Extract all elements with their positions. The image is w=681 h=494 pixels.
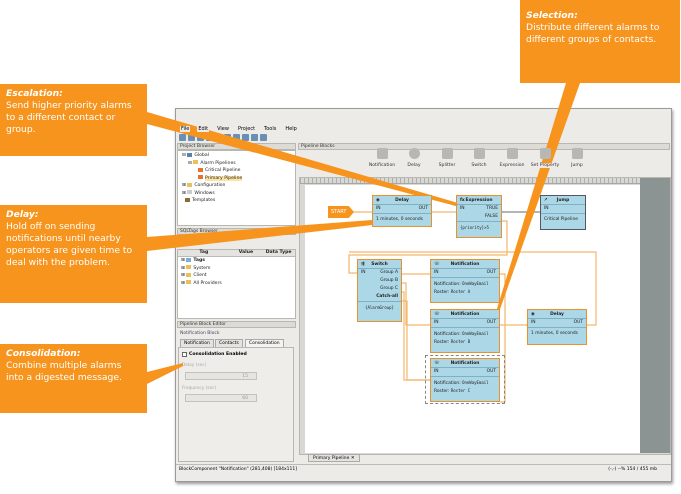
expression-icon <box>506 148 518 159</box>
switch-icon: ⇶ <box>361 262 365 267</box>
menu-project[interactable]: Project <box>236 126 257 132</box>
notification-icon: ☏ <box>434 262 440 267</box>
palette-splitter[interactable]: Splitter <box>432 148 462 168</box>
tree-templates[interactable]: Templates <box>182 197 291 205</box>
consolidation-checkbox[interactable]: Consolidation Enabled <box>182 352 247 357</box>
notification-icon <box>376 148 388 159</box>
status-text: BlockComponent "Notification" (281,408) … <box>179 467 298 472</box>
menu-help[interactable]: Help <box>284 126 298 132</box>
delay-input[interactable]: 15 <box>185 372 257 380</box>
checkbox-box[interactable] <box>182 352 187 357</box>
delay-icon <box>408 148 420 159</box>
callout-selection: Selection:Distribute different alarms to… <box>520 0 680 83</box>
frequency-input[interactable]: 60 <box>185 394 257 402</box>
paste-icon[interactable] <box>233 134 240 141</box>
tree-global[interactable]: ⊟ Global <box>182 152 209 158</box>
jump-block[interactable]: ↗Jump IN Critical Pipeline <box>540 195 586 230</box>
set-property-icon <box>539 148 551 159</box>
col-tag[interactable]: Tag <box>199 250 209 255</box>
callout-delay: Delay:Hold off on sending notifications … <box>0 205 147 303</box>
callout-escalation: Escalation:Send higher priority alarms t… <box>0 84 147 156</box>
clock-icon: ◉ <box>376 198 380 203</box>
save-icon[interactable] <box>179 134 186 141</box>
delay-leader <box>147 218 398 251</box>
switch-icon <box>473 148 485 159</box>
start-node[interactable]: START <box>328 206 354 218</box>
palette-delay[interactable]: Delay <box>399 148 429 168</box>
project-tree: ⊟ Global ⊟ Alarm Pipelines Critical Pipe… <box>177 150 296 226</box>
jump-arrow-icon: ↗ <box>544 198 548 203</box>
canvas-outside <box>640 178 670 453</box>
tab-primary-pipeline[interactable]: Primary Pipeline ✕ <box>308 454 360 462</box>
tag-client[interactable]: ⊞ Client <box>181 272 207 278</box>
block-editor-header: Pipeline Block Editor <box>177 321 296 328</box>
palette-switch[interactable]: Switch <box>464 148 494 168</box>
selection-leader <box>496 83 580 312</box>
tree-alarm-pipelines[interactable]: ⊟ Alarm Pipelines <box>188 160 236 166</box>
menu-view[interactable]: View <box>216 126 230 132</box>
consolidation-leader <box>147 363 183 384</box>
publish-icon[interactable] <box>251 134 258 141</box>
fx-icon: fx <box>460 198 465 203</box>
notification-icon: ☏ <box>434 361 440 366</box>
tree-configuration[interactable]: ⊞ Configuration <box>182 182 226 188</box>
menu-edit[interactable]: Edit <box>197 126 210 132</box>
tag-all-providers[interactable]: ⊞ All Providers <box>181 280 222 286</box>
delay-label: Delay (sec) <box>182 363 207 368</box>
consolidation-panel <box>178 347 294 462</box>
palette-set-property[interactable]: Set Property <box>530 148 560 168</box>
notification-icon: ☏ <box>434 312 440 317</box>
menu-file[interactable]: File <box>180 126 191 132</box>
palette-expression[interactable]: Expression <box>497 148 527 168</box>
tree-primary-pipeline[interactable]: Primary Pipeline <box>182 175 291 183</box>
col-data-type[interactable]: Data Type <box>265 250 292 255</box>
palette-notification[interactable]: Notification <box>367 148 397 168</box>
callout-consolidation: Consolidation:Combine multiple alarms in… <box>0 344 147 413</box>
tab-consolidation[interactable]: Consolidation <box>245 339 284 347</box>
menu-bar: File Edit View Project Tools Help <box>180 126 298 132</box>
comm-icon[interactable] <box>260 134 267 141</box>
refresh-icon[interactable] <box>188 134 195 141</box>
launch-icon[interactable] <box>242 134 249 141</box>
tag-system[interactable]: ⊞ System <box>181 265 211 271</box>
selection-box <box>425 355 505 404</box>
tree-windows[interactable]: ⊞ Windows <box>182 190 215 196</box>
palette-jump[interactable]: Jump <box>562 148 592 168</box>
col-value[interactable]: Value <box>238 250 254 255</box>
menu-tools[interactable]: Tools <box>263 126 278 132</box>
escalation-leader <box>147 112 482 213</box>
close-tab-icon[interactable]: ✕ <box>350 456 355 461</box>
tag-tags[interactable]: ⊞ Tags <box>181 257 205 263</box>
tree-critical-pipeline[interactable]: Critical Pipeline <box>182 167 291 175</box>
status-bar: BlockComponent "Notification" (281,408) … <box>176 464 671 474</box>
tags-table: Tag Value Data Type ⊞ Tags ⊞ System ⊞ Cl… <box>177 249 296 319</box>
jump-icon <box>571 148 583 159</box>
ruler <box>300 178 640 184</box>
block-editor-section: Notification Block <box>180 331 220 336</box>
memory-status: (-,-) --% 154 / 455 mb <box>608 467 657 472</box>
splitter-icon <box>441 148 453 159</box>
clock-icon: ◉ <box>531 312 535 317</box>
frequency-label: Frequency (sec) <box>182 386 217 391</box>
